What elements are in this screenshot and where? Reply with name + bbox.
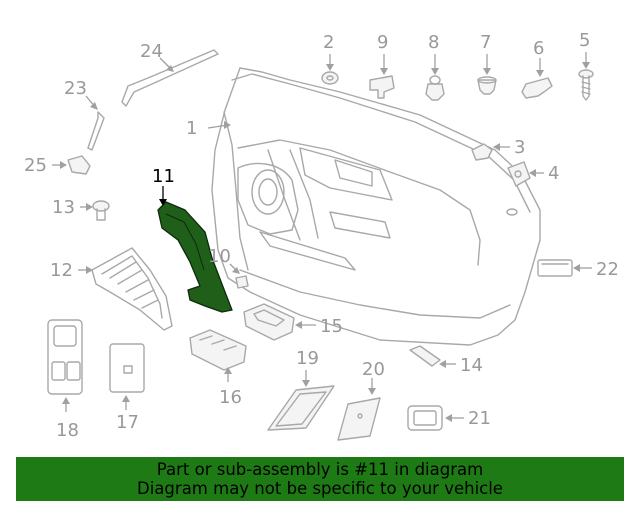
callout-24: 24 [140,41,163,62]
callout-6: 6 [533,38,544,59]
callout-1: 1 [186,118,197,139]
module-part-21 [407,405,443,431]
callout-10: 10 [208,246,231,267]
callout-15: 15 [320,316,343,337]
callout-18: 18 [56,420,79,441]
callout-19: 19 [296,348,319,369]
callout-7: 7 [480,32,491,53]
screw-part [578,69,594,101]
info-banner: Part or sub-assembly is #11 in diagram D… [16,457,624,501]
rod-part [87,111,105,151]
grommet-part [321,71,339,85]
callout-20: 20 [362,359,385,380]
armrest-part-highlighted [157,201,233,313]
callout-2: 2 [323,32,334,53]
switch-part-17 [109,343,145,393]
parts-diagram: 1 2 9 8 7 6 5 [24,30,619,441]
clip-part-14 [409,345,441,367]
cover-part-19 [267,385,335,431]
callout-16: 16 [219,387,242,408]
callout-23: 23 [64,78,87,99]
banner-line-2: Diagram may not be specific to your vehi… [137,479,503,498]
callout-25: 25 [24,155,47,176]
callout-13: 13 [52,197,75,218]
callout-14: 14 [460,355,483,376]
callout-12: 12 [50,260,73,281]
switch-panel-part [47,319,83,395]
callout-4: 4 [548,163,559,184]
window-switch-part [189,329,247,371]
callout-8: 8 [428,32,439,53]
push-rivet-part [425,75,445,101]
callout-3: 3 [514,137,525,158]
clip-part-7 [477,76,497,95]
callout-5: 5 [579,30,590,51]
door-trim-panel [211,67,541,346]
callout-21: 21 [468,408,491,429]
callout-17: 17 [116,412,139,433]
callout-22: 22 [596,259,619,280]
bolt-part [92,200,110,221]
callout-11: 11 [152,166,175,187]
clip-part-9 [369,75,395,99]
banner-line-1: Part or sub-assembly is #11 in diagram [156,460,484,479]
seal-strip-part [121,49,219,107]
speaker-grille-part [91,247,173,331]
bracket-part [521,77,553,99]
light-part-22 [537,259,573,277]
callout-9: 9 [377,32,388,53]
bracket-plate-part [337,397,381,441]
clip-part-25 [67,155,91,175]
clip-part-3 [471,143,493,161]
switch-bezel-part [243,303,295,341]
nut-clip-part [507,161,531,187]
small-clip-part [235,275,249,289]
